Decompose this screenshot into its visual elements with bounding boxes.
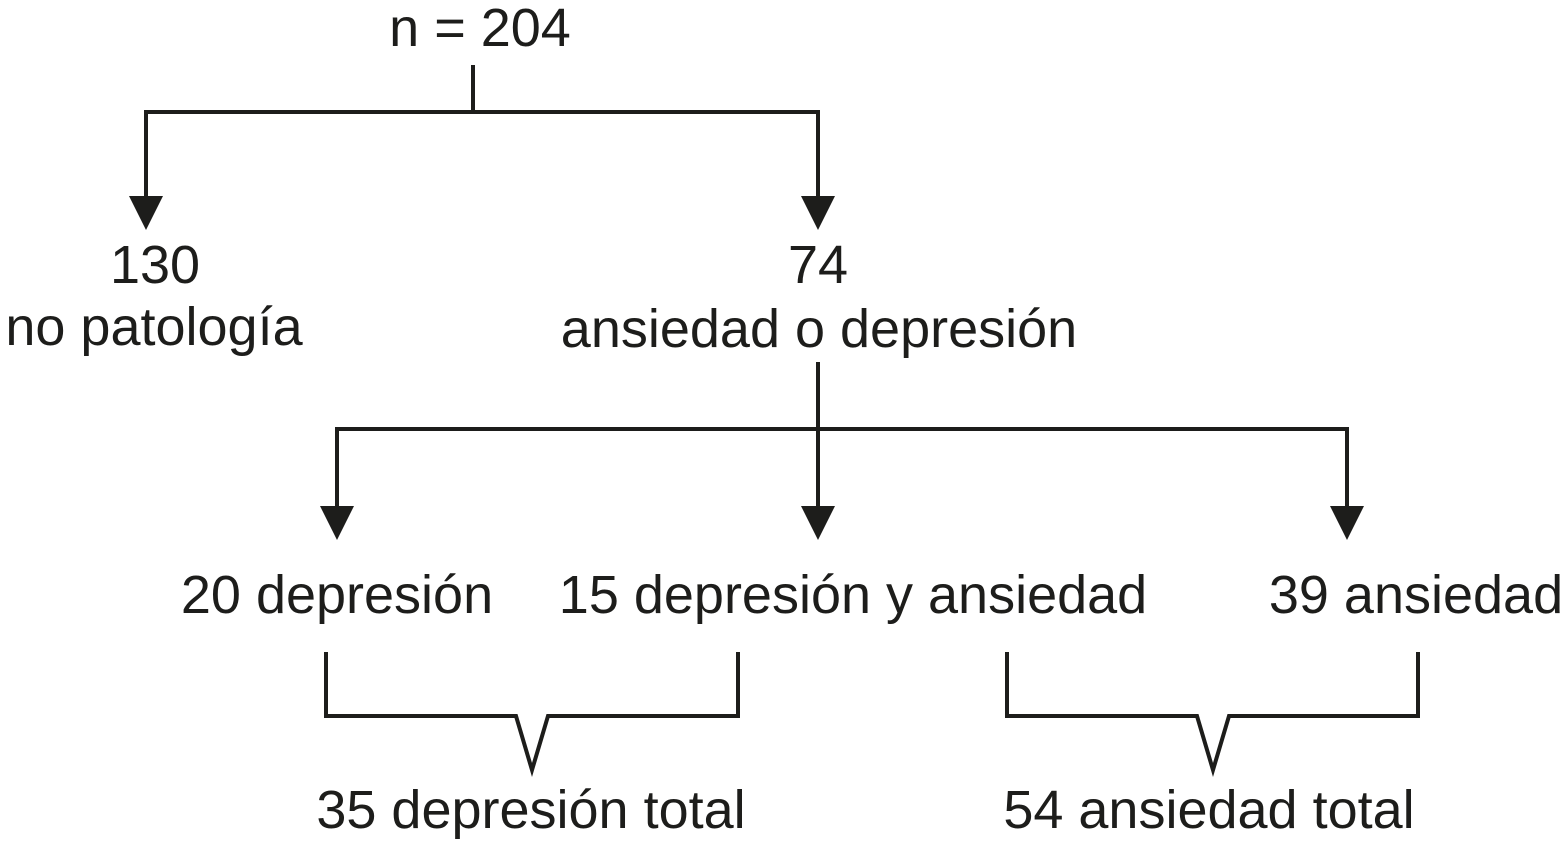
arrow-to-ansiedad (1330, 427, 1364, 540)
arrow-to-no-patologia-head (129, 196, 163, 230)
arrow-to-depresion-head (320, 506, 354, 540)
ansiedad-o-depresion-value: 74 (788, 235, 848, 295)
ansiedad-total-label: 54 ansiedad total (1003, 780, 1414, 840)
depresion-total-label: 35 depresión total (316, 780, 745, 840)
depresion-y-ansiedad-label: 15 depresión y ansiedad (559, 565, 1147, 625)
arrow-to-no-patologia (129, 110, 163, 230)
ansiedad-label: 39 ansiedad (1269, 565, 1563, 625)
arrow-to-depresion (320, 427, 354, 540)
bracket-ansiedad-total (1005, 652, 1420, 778)
arrow-to-ansiedad-o-depresion (801, 110, 835, 230)
arrow-to-ansiedad-head (1330, 506, 1364, 540)
ansiedad-o-depresion-label: ansiedad o depresión (561, 299, 1077, 359)
root-node-label: n = 204 (389, 0, 571, 58)
arrow-to-depresion-y-ansiedad (801, 362, 835, 540)
arrow-to-depresion-y-ansiedad-head (801, 506, 835, 540)
no-patologia-value: 130 (110, 235, 200, 295)
depresion-label: 20 depresión (181, 565, 493, 625)
no-patologia-label: no patología (5, 297, 303, 357)
arrow-to-ansiedad-o-depresion-head (801, 196, 835, 230)
bracket-depresion-total (324, 652, 740, 778)
